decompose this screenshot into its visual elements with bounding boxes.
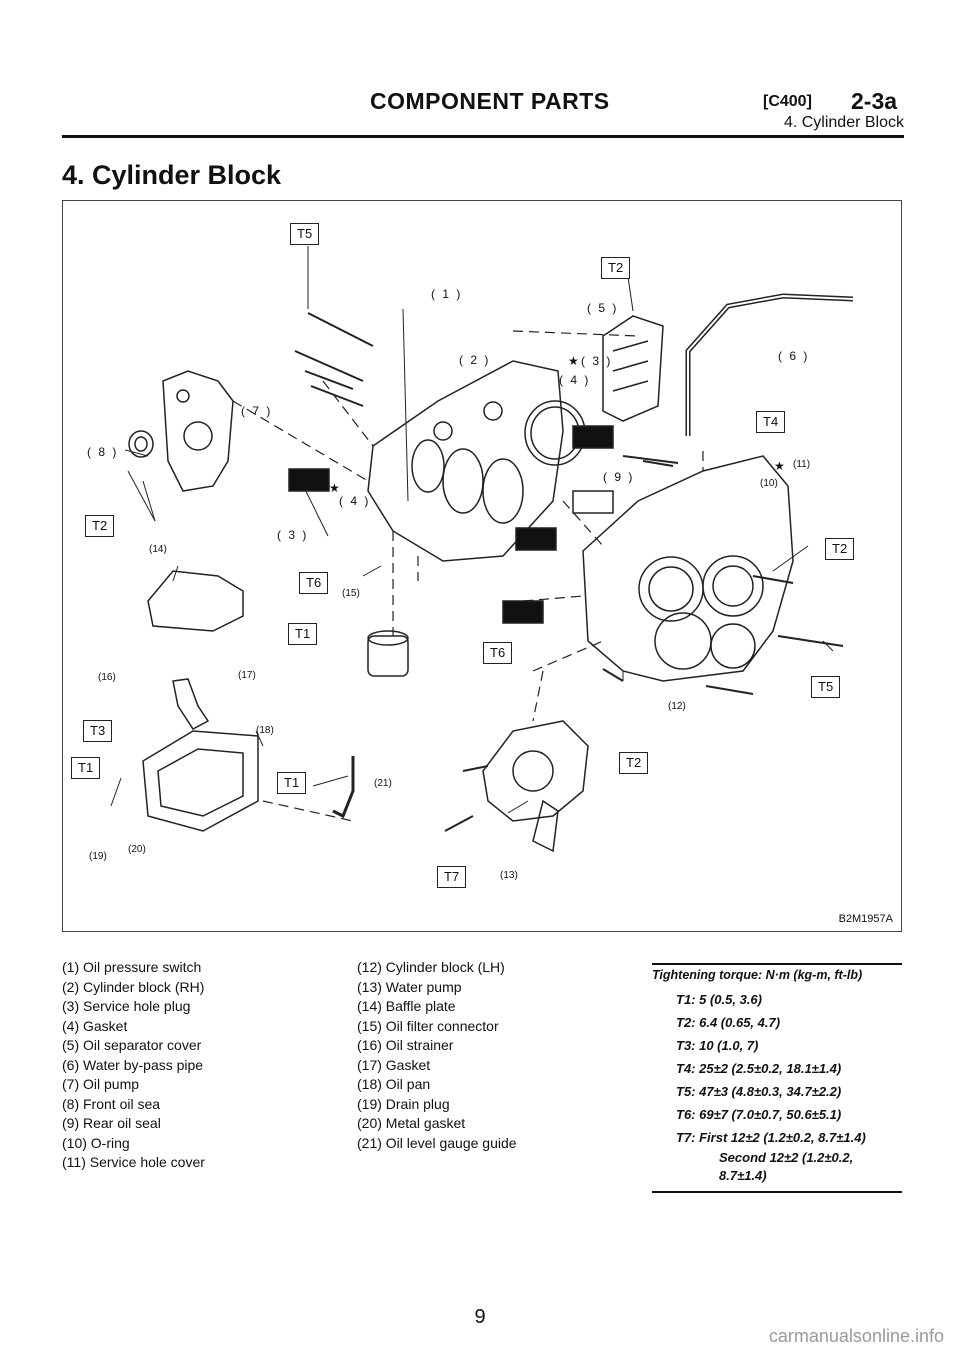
header-section: 2-3a: [851, 88, 898, 114]
callout-16: (16): [98, 672, 116, 683]
baffle-plate-shape: [147, 570, 244, 632]
legend-item: (8) Front oil sea: [62, 1095, 161, 1112]
legend-item: (13) Water pump: [357, 978, 462, 995]
legend-item: (11) Service hole cover: [62, 1154, 205, 1170]
legend-item: (3) Service hole plug: [62, 998, 191, 1014]
legend-item: (9) Rear oil seal: [62, 1115, 161, 1131]
callout-15: (15): [342, 588, 360, 599]
torque-row-continued: Second 12±2 (1.2±0.2,: [719, 1150, 854, 1165]
star-marker: ★: [568, 354, 579, 368]
callout-8: ( 8 ): [87, 445, 119, 459]
callout-17: (17): [238, 670, 256, 681]
torque-row: T3: 10 (1.0, 7): [676, 1038, 759, 1053]
callout-13: (13): [500, 870, 518, 881]
callout-11: (11): [793, 459, 811, 470]
callout-19: (19): [89, 851, 107, 862]
legend-item: (1) Oil pressure switch: [62, 959, 202, 975]
callout-14: (14): [149, 544, 167, 555]
water-pump-shape: [482, 720, 589, 822]
torque-tag-t5: T5: [290, 223, 320, 245]
legend-item: (2) Cylinder block (RH): [62, 978, 205, 995]
legend-item: (4) Gasket: [62, 1017, 128, 1034]
callout-5: ( 5 ): [587, 301, 619, 315]
torque-bottom-rule: [652, 1191, 902, 1193]
callout-21: (21): [374, 778, 392, 789]
legend-item: (12) Cylinder block (LH): [357, 959, 505, 975]
torque-row: T1: 5 (0.5, 3.6): [676, 992, 762, 1007]
torque-spec-box: Tightening torque: N·m (kg-m, ft-lb) T1:…: [652, 963, 902, 1193]
legend-item: (6) Water by-pass pipe: [62, 1056, 204, 1073]
legend-item: (20) Metal gasket: [357, 1115, 466, 1131]
sealant-markers: [288, 425, 614, 624]
callout-4: ( 4 ): [559, 373, 591, 387]
torque-tag-t5: T5: [811, 676, 841, 698]
legend-item: (10) O-ring: [62, 1134, 130, 1151]
header-title: COMPONENT PARTS: [370, 88, 610, 114]
callout-12: (12): [668, 701, 686, 712]
oil-separator-cover-shape: [602, 315, 664, 422]
exploded-diagram: T5 T2 T4 T2 T2 T6 T1 T6 T5 T3 T1 T1 T2 T…: [62, 200, 902, 932]
watermark: carmanualsonline.info: [768, 1326, 944, 1346]
legend-item: (7) Oil pump: [62, 1076, 140, 1092]
torque-tag-t2: T2: [601, 257, 631, 279]
star-marker: ★: [329, 481, 340, 495]
torque-row: T4: 25±2 (2.5±0.2, 18.1±1.4): [676, 1061, 842, 1076]
page-number: 9: [474, 1306, 486, 1328]
torque-tag-t2: T2: [85, 515, 115, 537]
legend-column-1: (1) Oil pressure switch (2) Cylinder blo…: [62, 958, 205, 1173]
star-marker: ★: [774, 459, 785, 473]
legend-item: (21) Oil level gauge guide: [357, 1134, 517, 1151]
torque-row: T5: 47±3 (4.8±0.3, 34.7±2.2): [676, 1084, 842, 1099]
torque-tag-t6: T6: [483, 642, 513, 664]
legend-column-2: (12) Cylinder block (LH) (13) Water pump…: [357, 958, 517, 1153]
torque-tag-t1: T1: [71, 757, 101, 779]
torque-tag-t6: T6: [299, 572, 329, 594]
torque-top-rule: [652, 963, 902, 965]
torque-heading: Tightening torque: N·m (kg-m, ft-lb): [652, 968, 863, 982]
header-rule: [62, 135, 904, 138]
header-code: [C400]: [763, 93, 812, 110]
torque-tag-t1: T1: [288, 623, 318, 645]
assembly-lines: [232, 330, 704, 822]
callout-4: ( 4 ): [339, 494, 371, 508]
torque-row: T7: First 12±2 (1.2±0.2, 8.7±1.4): [676, 1130, 866, 1145]
torque-tag-t4: T4: [756, 411, 786, 433]
torque-row-continued: 8.7±1.4): [719, 1168, 767, 1183]
callout-2: ( 2 ): [459, 353, 491, 367]
legend-item: (19) Drain plug: [357, 1095, 450, 1112]
callout-20: (20): [128, 844, 146, 855]
oil-level-gauge-guide-shape: [332, 756, 355, 819]
callout-1: ( 1 ): [431, 287, 463, 301]
torque-tag-t2: T2: [825, 538, 855, 560]
callout-18: (18): [256, 725, 274, 736]
legend-item: (16) Oil strainer: [357, 1037, 454, 1053]
legend-item: (5) Oil separator cover: [62, 1037, 202, 1053]
legend-item: (14) Baffle plate: [357, 998, 456, 1014]
callout-6: ( 6 ): [778, 349, 810, 363]
torque-tag-t3: T3: [83, 720, 113, 742]
page-title: 4. Cylinder Block: [62, 160, 282, 190]
leader-lines: [110, 246, 834, 814]
diagram-artwork: [110, 246, 854, 853]
bolts: [294, 312, 844, 832]
callout-3: ( 3 ): [581, 354, 613, 368]
oil-pan-shape: [142, 730, 259, 832]
torque-row: T2: 6.4 (0.65, 4.7): [676, 1015, 781, 1030]
legend-item: (15) Oil filter connector: [357, 1017, 499, 1034]
callout-3: ( 3 ): [277, 528, 309, 542]
legend-item: (17) Gasket: [357, 1056, 431, 1073]
oil-pump-shape: [162, 370, 234, 492]
cylinder-block-rh-shape: [367, 360, 564, 562]
header-subtitle: 4. Cylinder Block: [783, 114, 904, 131]
figure-id: B2M1957A: [838, 913, 893, 925]
cylinder-block-lh-shape: [582, 455, 794, 682]
torque-tag-t1: T1: [277, 772, 307, 794]
torque-tag-t2: T2: [619, 752, 649, 774]
torque-row: T6: 69±7 (7.0±0.7, 50.6±5.1): [676, 1107, 842, 1122]
callout-7: ( 7 ): [241, 404, 273, 418]
torque-tag-t7: T7: [437, 866, 467, 888]
callout-9: ( 9 ): [603, 470, 635, 484]
legend-item: (18) Oil pan: [357, 1076, 431, 1092]
callout-10: (10): [760, 478, 778, 489]
